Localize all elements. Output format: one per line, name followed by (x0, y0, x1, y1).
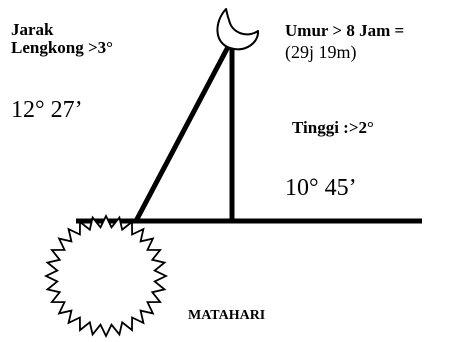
moon-altitude-value: 10° 45’ (285, 175, 357, 201)
elongation-line (133, 42, 232, 224)
elongation-label: Jarak Lengkong >3° (11, 21, 113, 57)
crescent-moon-icon (216, 8, 260, 51)
sun-icon (43, 213, 169, 339)
moon-age-label: Umur > 8 Jam = (285, 21, 405, 40)
moon-age-value: (29j 19m) (285, 42, 357, 62)
elongation-label-line1: Jarak (11, 20, 54, 39)
sun-label: MATAHARI (188, 308, 266, 323)
moon-altitude-label: Tinggi :>2° (292, 118, 374, 137)
elongation-value: 12° 27’ (11, 97, 83, 123)
elongation-label-line2: Lengkong >3° (11, 37, 113, 57)
